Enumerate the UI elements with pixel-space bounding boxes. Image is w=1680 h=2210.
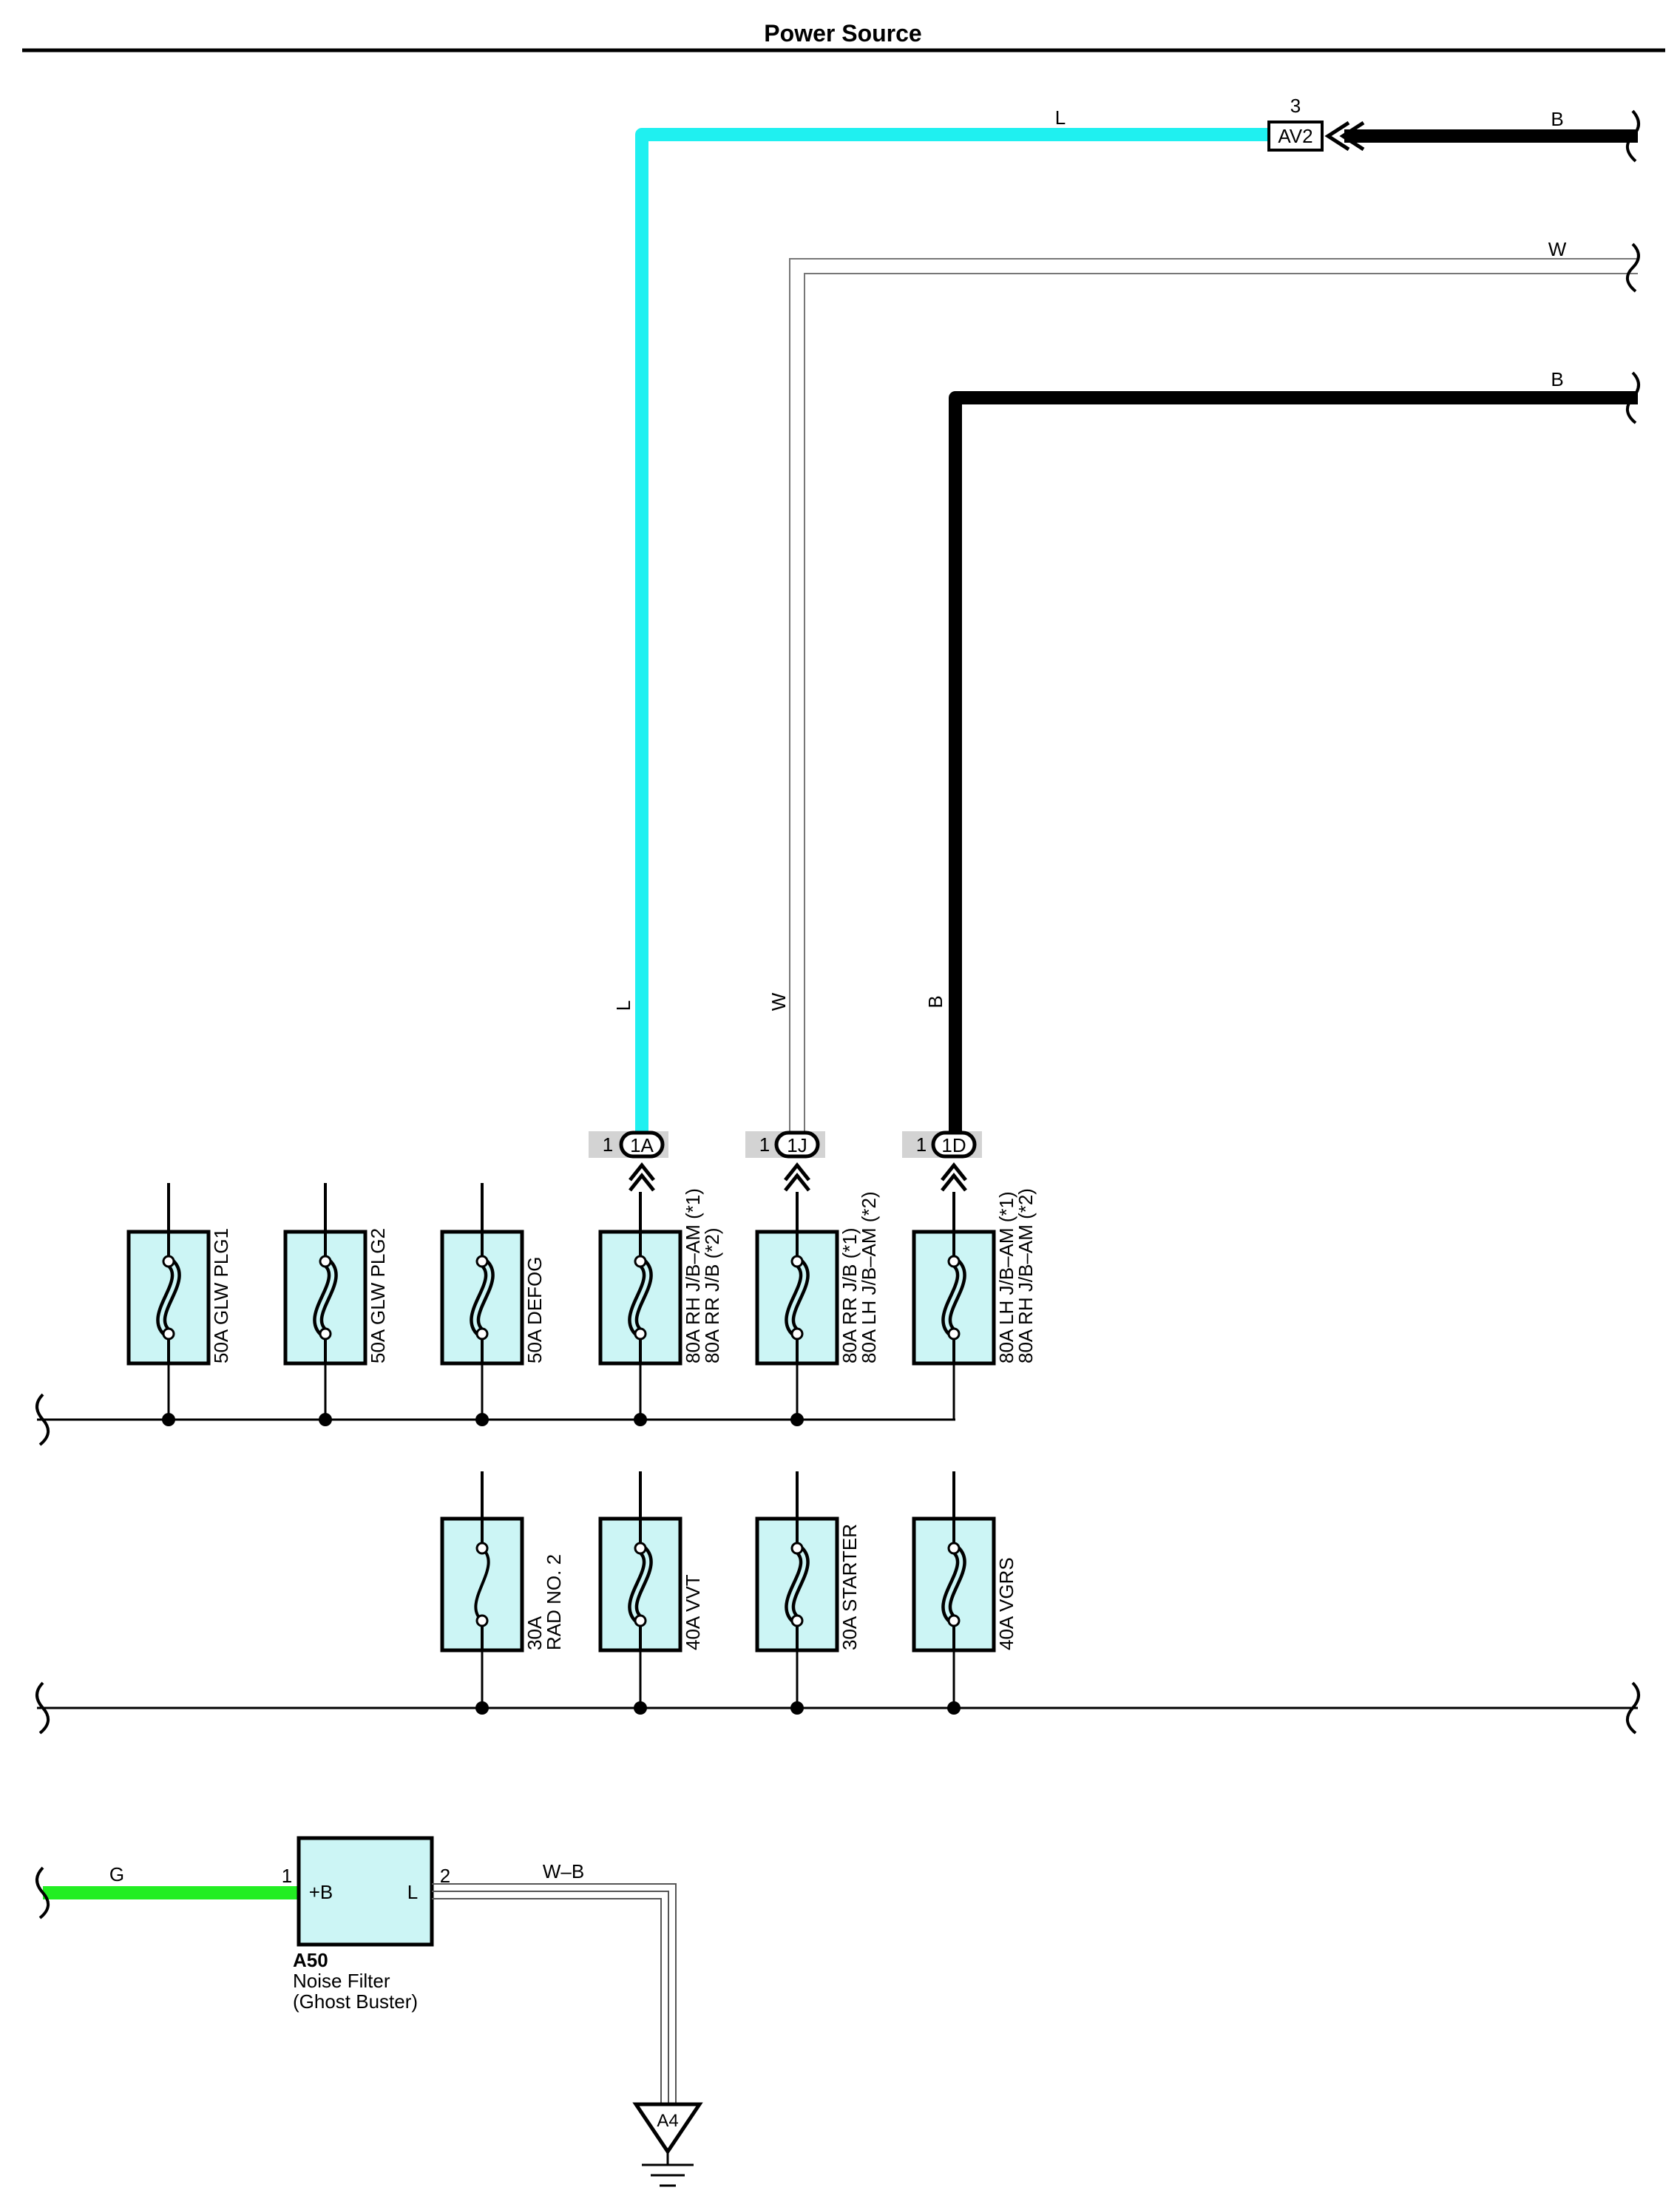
wire-label-g: G <box>109 1863 124 1885</box>
connector-av2-pin: 3 <box>1290 95 1301 117</box>
row1-fuse-label: 50A GLW PLG1 <box>210 1228 232 1363</box>
svg-text:1: 1 <box>916 1133 927 1156</box>
row1-fuse-2: 50A GLW PLG2 <box>283 1183 389 1426</box>
row1-fuse-5: 80A RR J/B (*1)80A LH J/B–AM (*2) <box>755 1191 880 1426</box>
svg-text:1J: 1J <box>787 1134 807 1156</box>
row1-fuse-1: 50A GLW PLG1 <box>126 1183 232 1426</box>
row2-fuse-label: 40A VGRS <box>995 1557 1017 1650</box>
wire-b-mid <box>949 391 1638 1145</box>
wire-label-wb: W–B <box>543 1860 584 1882</box>
ground-a4-symbol <box>632 2102 703 2155</box>
wire-label-vert-b: B <box>924 995 946 1008</box>
svg-text:1A: 1A <box>630 1134 654 1156</box>
svg-text:1: 1 <box>759 1133 770 1156</box>
row1-fuse-3: 50A DEFOG <box>440 1183 546 1426</box>
wire-label-top-w: W <box>1548 238 1567 260</box>
page-title: Power Source <box>764 20 921 47</box>
row2-fuse-3: 30A STARTER <box>755 1471 861 1715</box>
row1-fuse-label: 80A RR J/B (*1) <box>839 1227 861 1363</box>
wire-break-bus-row2-left <box>35 1681 50 1735</box>
row1-fuse-label: 50A GLW PLG2 <box>367 1228 389 1363</box>
wire-break-bus-row2-right <box>1626 1681 1640 1735</box>
wire-label-vert-l: L <box>612 1000 634 1011</box>
junction-1d: 1 1D <box>902 1131 982 1192</box>
wire-break-mid-b <box>1626 371 1640 424</box>
wire-label-vert-w: W <box>768 992 790 1011</box>
noise-filter-term-in: +B <box>309 1881 333 1903</box>
row2-fuse-label: 40A VVT <box>682 1574 704 1650</box>
noise-filter-name: Noise Filter <box>293 1970 390 1992</box>
row2-fuse-2: 40A VVT <box>598 1471 704 1715</box>
wire-break-top-w <box>1626 243 1640 293</box>
noise-filter-code: A50 <box>293 1949 328 1971</box>
noise-filter-term-out: L <box>407 1881 418 1903</box>
wire-wb-mid <box>432 1891 669 2104</box>
wire-w-outer <box>789 258 1638 1145</box>
row1-fuse-6: 80A LH J/B–AM (*1)80A RH J/B–AM (*2) <box>912 1188 1037 1420</box>
junction-1j: 1 1J <box>745 1131 825 1192</box>
wire-l <box>635 128 1272 1145</box>
wire-label-top-b: B <box>1551 108 1563 130</box>
wire-break-g <box>35 1866 50 1919</box>
wire-label-top-l: L <box>1055 106 1066 129</box>
row1-fuse-label-2: 80A RH J/B–AM (*2) <box>1015 1188 1037 1363</box>
junction-1a: 1 1A <box>589 1131 668 1192</box>
ground-a4-label: A4 <box>657 2111 678 2131</box>
noise-filter-pin-out: 2 <box>440 1865 450 1887</box>
wire-break-bus-row1 <box>35 1393 50 1446</box>
connector-av2 <box>1267 121 1324 152</box>
noise-filter-box <box>297 1836 434 1947</box>
row1-fuse-label: 80A RH J/B–AM (*1) <box>682 1188 704 1363</box>
row2-fuse-4: 40A VGRS <box>912 1471 1017 1715</box>
svg-text:1D: 1D <box>941 1134 966 1156</box>
row2-fuse-label: 30A <box>524 1616 546 1650</box>
row2-fuse-label-2: RAD NO. 2 <box>543 1554 565 1650</box>
row1-fuse-4: 80A RH J/B–AM (*1)80A RR J/B (*2) <box>598 1188 723 1426</box>
row1-fuse-label: 80A LH J/B–AM (*1) <box>995 1191 1017 1363</box>
noise-filter-pin-in: 1 <box>282 1865 292 1887</box>
wire-label-mid-b: B <box>1551 368 1563 390</box>
wire-wb-outer <box>432 1883 677 2104</box>
wire-break-top-b <box>1626 109 1640 163</box>
row2-fuse-label: 30A STARTER <box>839 1524 861 1650</box>
connector-av2-chevron <box>1324 121 1365 152</box>
row1-fuse-label-2: 80A LH J/B–AM (*2) <box>858 1191 880 1363</box>
connector-av2-label: AV2 <box>1278 125 1312 147</box>
svg-text:1: 1 <box>603 1133 613 1156</box>
row1-fuse-label: 50A DEFOG <box>524 1257 546 1364</box>
noise-filter-subtitle: (Ghost Buster) <box>293 1990 418 2013</box>
wire-w-inner <box>804 273 1638 1145</box>
row1-fuse-label-2: 80A RR J/B (*2) <box>701 1227 723 1363</box>
wire-wb-inner <box>432 1898 662 2104</box>
